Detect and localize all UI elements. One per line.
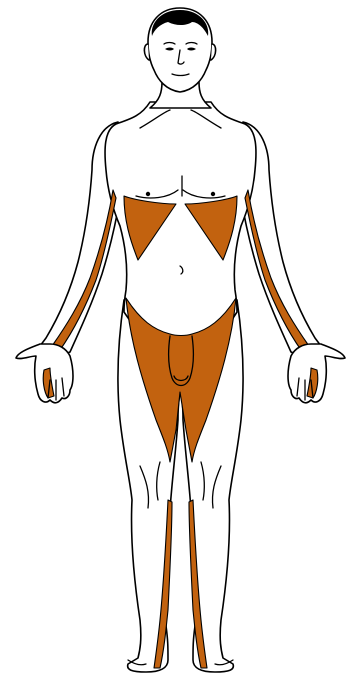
left-hand <box>288 344 345 403</box>
right-hand <box>16 344 73 403</box>
